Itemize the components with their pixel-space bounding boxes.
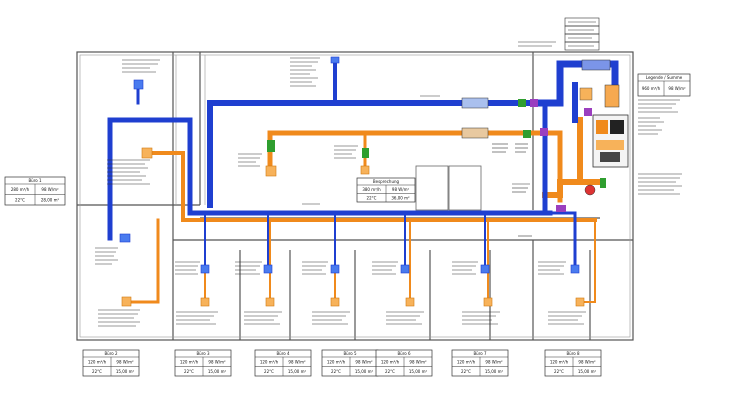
room-table-cell: 15,00 m² bbox=[288, 369, 307, 374]
room-table-title: Besprechung bbox=[373, 179, 400, 184]
room-table-cell: 960 m³/h bbox=[642, 86, 661, 91]
room-table-cell: 98 W/m² bbox=[288, 359, 306, 364]
room-table-b4: Büro 4 120 m³/h 98 W/m² 22°C 15,00 m² bbox=[254, 349, 312, 377]
room-table-cell: 98 W/m² bbox=[392, 187, 410, 192]
room-table-cell: 120 m³/h bbox=[180, 359, 199, 364]
room-table-b7: Büro 7 120 m³/h 98 W/m² 22°C 15,00 m² bbox=[451, 349, 509, 377]
room-table-title: Büro 6 bbox=[397, 351, 411, 356]
room-table-cell: 120 m³/h bbox=[550, 359, 569, 364]
supply-diffusers bbox=[119, 56, 580, 274]
room-table-cell: 28,00 m² bbox=[41, 197, 60, 202]
room-table-cell: 15,00 m² bbox=[116, 369, 135, 374]
room-table-center: Besprechung 380 m³/h 98 W/m² 22°C 36,00 m² bbox=[356, 177, 416, 203]
room-table-cell: 22°C bbox=[331, 369, 341, 374]
exhaust-grilles bbox=[121, 147, 585, 307]
room-table-cell: 22°C bbox=[264, 369, 274, 374]
room-table-cell: 15,00 m² bbox=[578, 369, 597, 374]
room-table-cell: 22°C bbox=[554, 369, 564, 374]
room-table-cell: 98 W/m² bbox=[208, 359, 226, 364]
room-table-cell: 98 W/m² bbox=[668, 86, 686, 91]
room-table-title: Büro 8 bbox=[566, 351, 580, 356]
room-table-cell: 22°C bbox=[15, 197, 25, 202]
green-fittings bbox=[267, 99, 606, 188]
room-table-title: Büro 7 bbox=[473, 351, 487, 356]
room-table-cell: 120 m³/h bbox=[381, 359, 400, 364]
room-table-b8: Büro 8 120 m³/h 98 W/m² 22°C 15,00 m² bbox=[544, 349, 602, 377]
doors bbox=[415, 165, 482, 211]
room-table-b5: Büro 5 120 m³/h 98 W/m² 22°C 15,00 m² bbox=[321, 349, 379, 377]
dampers bbox=[530, 99, 592, 212]
room-table-title: Legende / Summe bbox=[646, 75, 683, 80]
room-table-cell: 98 W/m² bbox=[578, 359, 596, 364]
room-table-cell: 120 m³/h bbox=[260, 359, 279, 364]
room-table-cell: 15,00 m² bbox=[409, 369, 428, 374]
supply-ducts bbox=[107, 58, 619, 272]
unit-label-box bbox=[564, 17, 600, 51]
room-table-cell: 98 W/m² bbox=[355, 359, 373, 364]
room-table-title: Büro 3 bbox=[196, 351, 210, 356]
room-table-legend: Legende / Summe 960 m³/h 98 W/m² bbox=[637, 73, 691, 97]
room-table-cell: 98 W/m² bbox=[409, 359, 427, 364]
room-table-cell: 15,00 m² bbox=[485, 369, 504, 374]
room-table-title: Büro 1 bbox=[28, 178, 42, 183]
room-info-tables: Büro 1 280 m³/h 98 W/m² 22°C 28,00 m² Büro 2 1… bbox=[4, 73, 691, 377]
room-table-cell: 22°C bbox=[184, 369, 194, 374]
room-table-cell: 98 W/m² bbox=[41, 187, 59, 192]
room-table-title: Büro 4 bbox=[276, 351, 290, 356]
unit-box-lines bbox=[568, 21, 596, 47]
room-table-cell: 15,00 m² bbox=[355, 369, 374, 374]
room-table-cell: 22°C bbox=[461, 369, 471, 374]
room-table-cell: 22°C bbox=[92, 369, 102, 374]
exhaust-ducts bbox=[126, 117, 603, 304]
room-table-cell: 22°C bbox=[385, 369, 395, 374]
room-table-cell: 280 m³/h bbox=[11, 187, 30, 192]
room-table-title: Büro 2 bbox=[104, 351, 118, 356]
room-table-b6: Büro 6 120 m³/h 98 W/m² 22°C 15,00 m² bbox=[375, 349, 433, 377]
room-table-cell: 380 m³/h bbox=[362, 187, 381, 192]
room-table-b3: Büro 3 120 m³/h 98 W/m² 22°C 15,00 m² bbox=[174, 349, 232, 377]
room-table-b2: Büro 2 120 m³/h 98 W/m² 22°C 15,00 m² bbox=[82, 349, 140, 377]
silencers bbox=[461, 59, 620, 139]
annotation-notes bbox=[95, 41, 682, 327]
room-table-left: Büro 1 280 m³/h 98 W/m² 22°C 28,00 m² bbox=[4, 176, 66, 206]
room-table-cell: 120 m³/h bbox=[88, 359, 107, 364]
room-table-cell: 22°C bbox=[367, 195, 377, 200]
inner-wall-lines bbox=[79, 54, 631, 338]
room-table-cell: 36,00 m² bbox=[391, 195, 410, 200]
room-table-cell: 120 m³/h bbox=[457, 359, 476, 364]
room-table-cell: 98 W/m² bbox=[116, 359, 134, 364]
room-table-cell: 120 m³/h bbox=[327, 359, 346, 364]
room-table-cell: 98 W/m² bbox=[485, 359, 503, 364]
room-table-title: Büro 5 bbox=[343, 351, 357, 356]
air-handling-unit bbox=[579, 87, 629, 196]
room-table-cell: 15,00 m² bbox=[208, 369, 227, 374]
